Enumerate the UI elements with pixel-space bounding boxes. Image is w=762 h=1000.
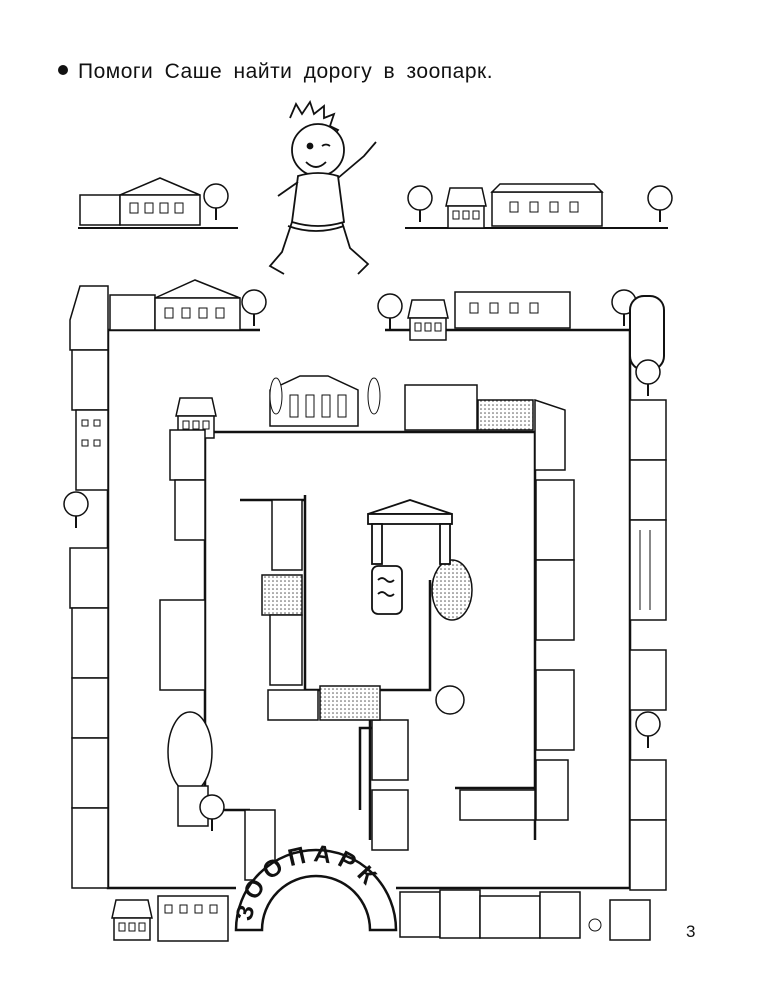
gate-icon bbox=[367, 499, 453, 615]
bullet-icon bbox=[58, 65, 68, 76]
tree-icon bbox=[63, 491, 89, 529]
instruction: Помоги Саше найти дорогу в зоопарк. bbox=[58, 60, 493, 84]
houses-inner-ring bbox=[159, 375, 575, 881]
street-top-left bbox=[78, 177, 238, 229]
tree-icon bbox=[647, 185, 673, 223]
houses-outer-bottom bbox=[111, 889, 651, 942]
street-top-right bbox=[405, 183, 673, 229]
houses-outer-left bbox=[63, 349, 109, 889]
tree-icon bbox=[203, 183, 229, 221]
page-number: 3 bbox=[686, 922, 696, 941]
instruction-text: Помоги Саше найти дорогу в зоопарк. bbox=[78, 60, 494, 83]
tree-icon bbox=[407, 185, 433, 223]
houses-outer-right bbox=[629, 359, 667, 891]
tree-icon bbox=[635, 711, 661, 749]
houses-center bbox=[261, 499, 473, 721]
boy-sasha-figure bbox=[268, 99, 377, 275]
houses-outer-top bbox=[69, 279, 665, 371]
tree-icon bbox=[377, 293, 403, 331]
tree-icon bbox=[635, 359, 661, 397]
tree-icon bbox=[241, 289, 267, 327]
